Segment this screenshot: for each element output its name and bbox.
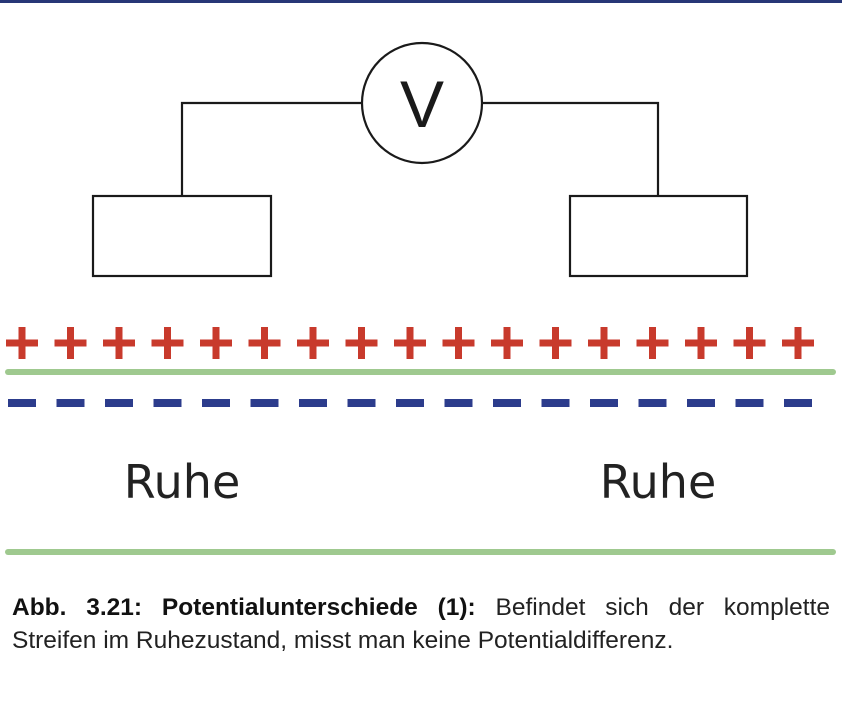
membrane-line-top: [5, 369, 836, 375]
plus-charge: [6, 327, 38, 359]
minus-charge: [153, 399, 182, 407]
caption-label: Abb. 3.21: Potentialunterschiede (1):: [12, 594, 476, 621]
plus-charge: [733, 327, 766, 359]
right-wire: [482, 101, 660, 196]
plus-charge: [54, 327, 87, 359]
voltmeter: V: [360, 41, 484, 165]
minus-charge: [202, 399, 230, 407]
minus-charge: [638, 399, 667, 407]
left-electrode: [91, 194, 273, 278]
figure-caption: Abb. 3.21: Potentialunterschiede (1): Be…: [12, 591, 830, 657]
minus-charge: [784, 399, 812, 407]
plus-charge: [636, 327, 669, 359]
plus-charge: [297, 327, 329, 359]
left-wire: [180, 101, 362, 196]
plus-charge: [248, 327, 281, 359]
caption-text: Befindet sich der komplette Streifen im …: [12, 594, 831, 654]
plus-charge: [685, 327, 717, 359]
voltmeter-symbol: V: [400, 67, 444, 141]
minus-charge: [735, 399, 764, 407]
voltmeter-circle: [360, 41, 484, 165]
minus-charge: [105, 399, 133, 407]
minus-charge: [590, 399, 618, 407]
membrane-line-bottom: [5, 549, 836, 555]
minus-charge: [56, 399, 85, 407]
minus-charge: [444, 399, 473, 407]
right-region-label: Ruhe: [600, 455, 717, 509]
plus-charge: [588, 327, 620, 359]
minus-charge: [493, 399, 521, 407]
plus-charge: [394, 327, 426, 359]
minus-charge: [541, 399, 570, 407]
minus-charge: [687, 399, 715, 407]
minus-charge: [250, 399, 279, 407]
minus-charge: [8, 399, 36, 407]
plus-charge: [200, 327, 232, 359]
plus-charge: [103, 327, 135, 359]
left-region-label: Ruhe: [124, 455, 241, 509]
plus-charge: [442, 327, 475, 359]
minus-charge: [299, 399, 327, 407]
right-electrode: [568, 194, 749, 278]
plus-charge: [539, 327, 572, 359]
figure-diagram: V Ruhe Ruhe: [0, 0, 842, 555]
plus-charge-row: [6, 327, 814, 359]
minus-charge: [347, 399, 376, 407]
plus-charge: [151, 327, 184, 359]
plus-charge: [782, 327, 814, 359]
minus-charge: [396, 399, 424, 407]
top-rule: [0, 0, 842, 3]
minus-charge-row: [8, 399, 812, 407]
plus-charge: [345, 327, 378, 359]
plus-charge: [491, 327, 523, 359]
